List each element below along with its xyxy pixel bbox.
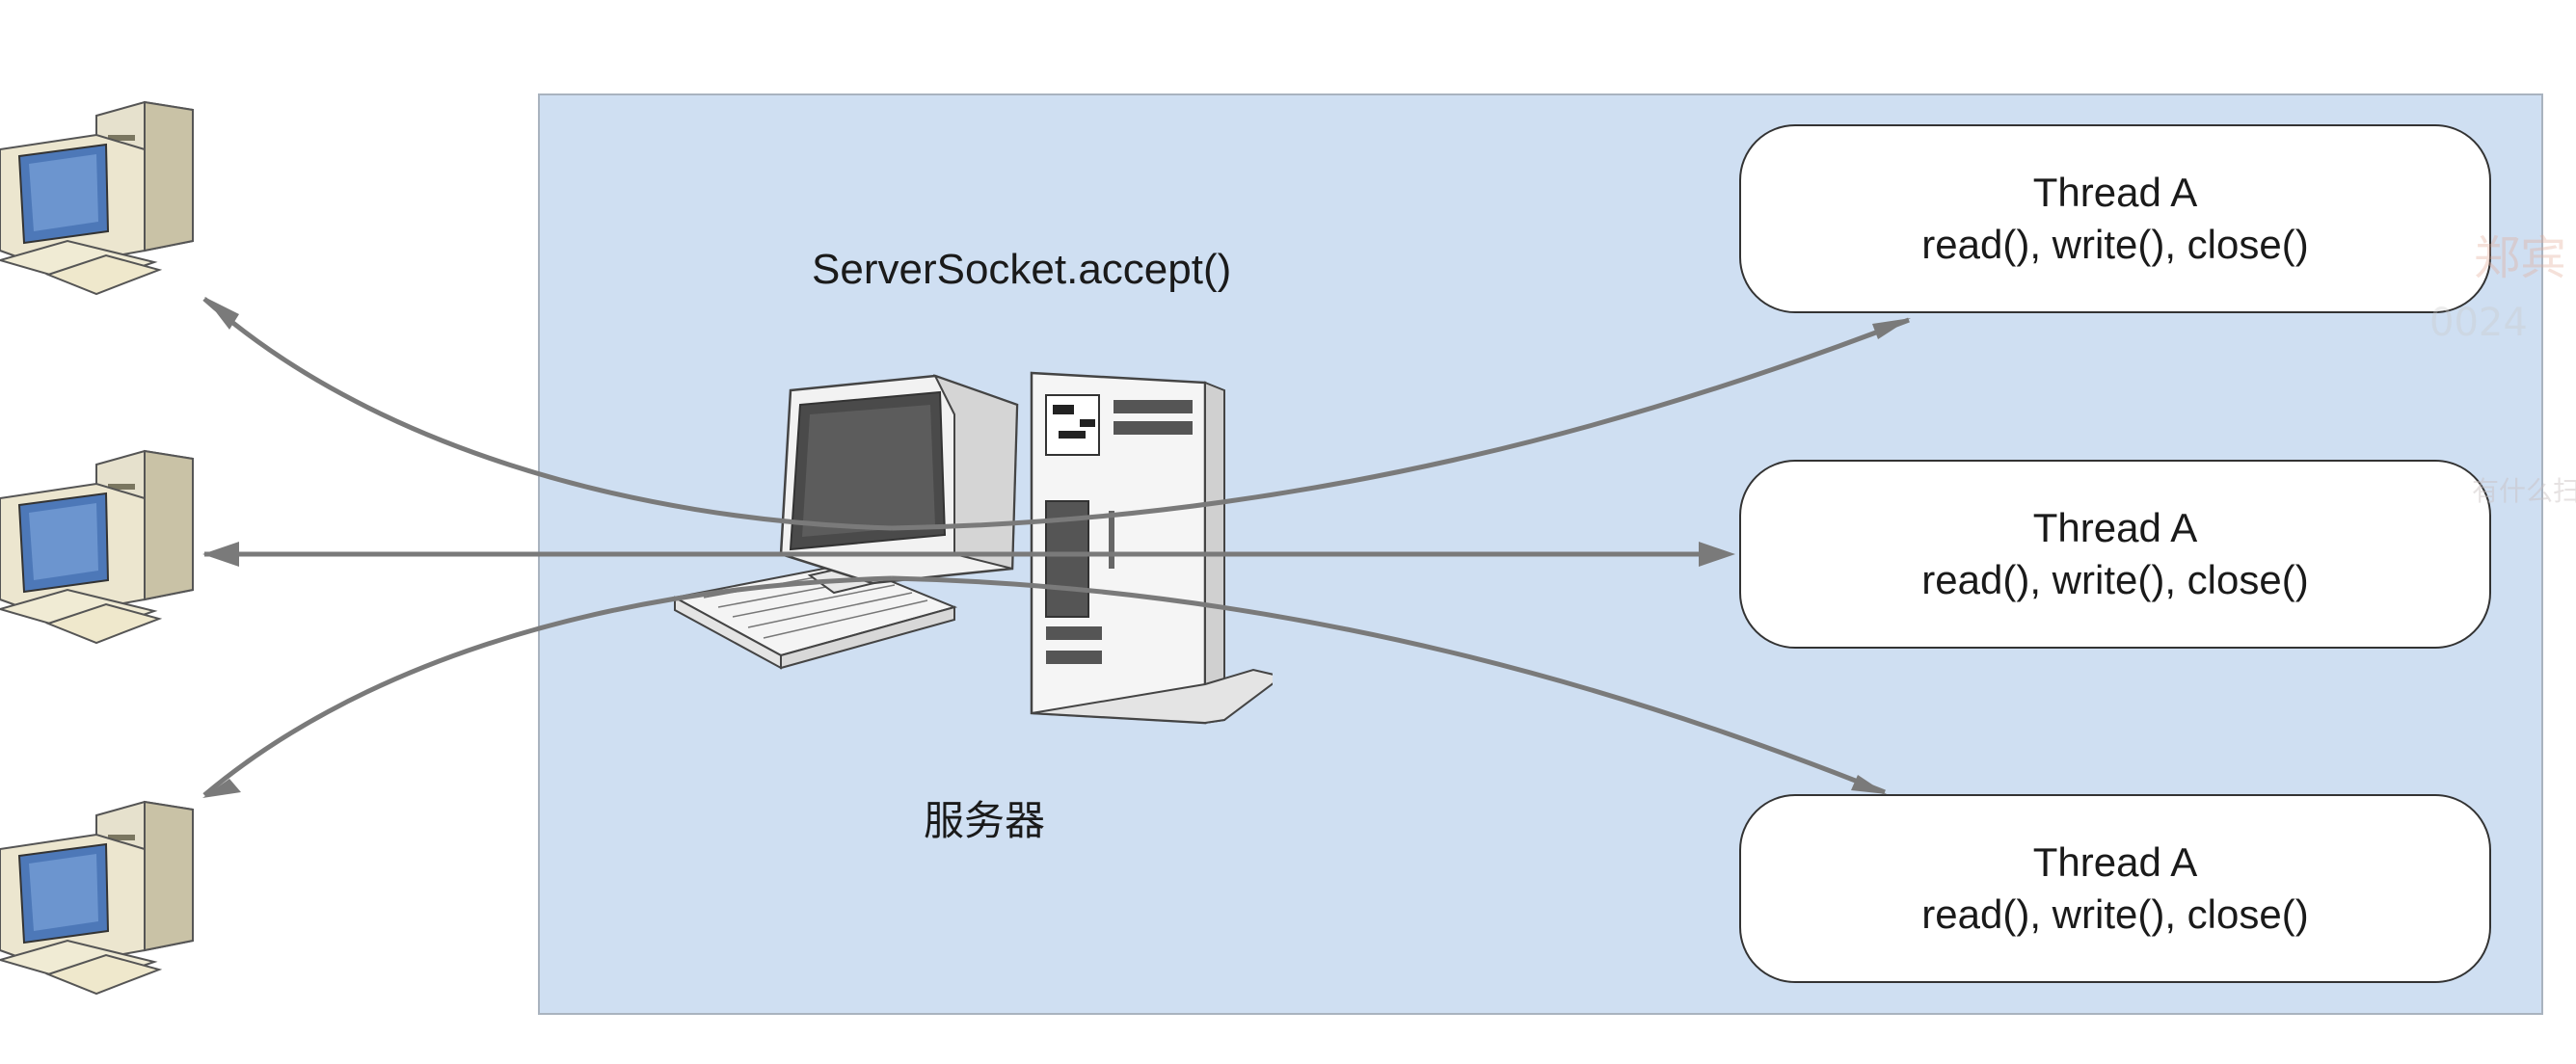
client-computer-icon [0, 100, 194, 296]
client-computer-icon [0, 449, 194, 645]
thread-box: Thread A read(), write(), close() [1739, 794, 2491, 983]
watermark-text: 有什么扫 [2472, 475, 2576, 507]
arrowhead [1851, 775, 1887, 794]
thread-methods: read(), write(), close() [1921, 891, 2309, 937]
thread-methods: read(), write(), close() [1921, 222, 2309, 267]
thread-box: Thread A read(), write(), close() [1739, 124, 2491, 313]
arrowhead [1699, 542, 1735, 567]
arrowhead [202, 542, 239, 567]
server-computer-icon [672, 371, 1273, 725]
server-label: 服务器 [924, 797, 1046, 844]
server-accept-label: ServerSocket.accept() [812, 246, 1232, 293]
thread-title: Thread A [2032, 505, 2198, 550]
thread-methods: read(), write(), close() [1921, 557, 2309, 602]
arrow-to-client-3 [202, 575, 893, 797]
watermark-text: 郑宾 [2474, 231, 2567, 285]
arrow-to-client-1 [202, 297, 893, 531]
arrowhead [1872, 318, 1911, 339]
client-computer-icon [0, 800, 194, 996]
arrowhead [202, 779, 241, 798]
thread-title: Thread A [2032, 839, 2198, 885]
arrow-to-thread-3 [891, 575, 1886, 795]
arrow-to-thread-1 [891, 317, 1910, 531]
thread-title: Thread A [2032, 170, 2198, 215]
thread-box: Thread A read(), write(), close() [1739, 460, 2491, 649]
arrowhead [204, 297, 239, 330]
watermark-text: 0024 [2429, 301, 2528, 345]
